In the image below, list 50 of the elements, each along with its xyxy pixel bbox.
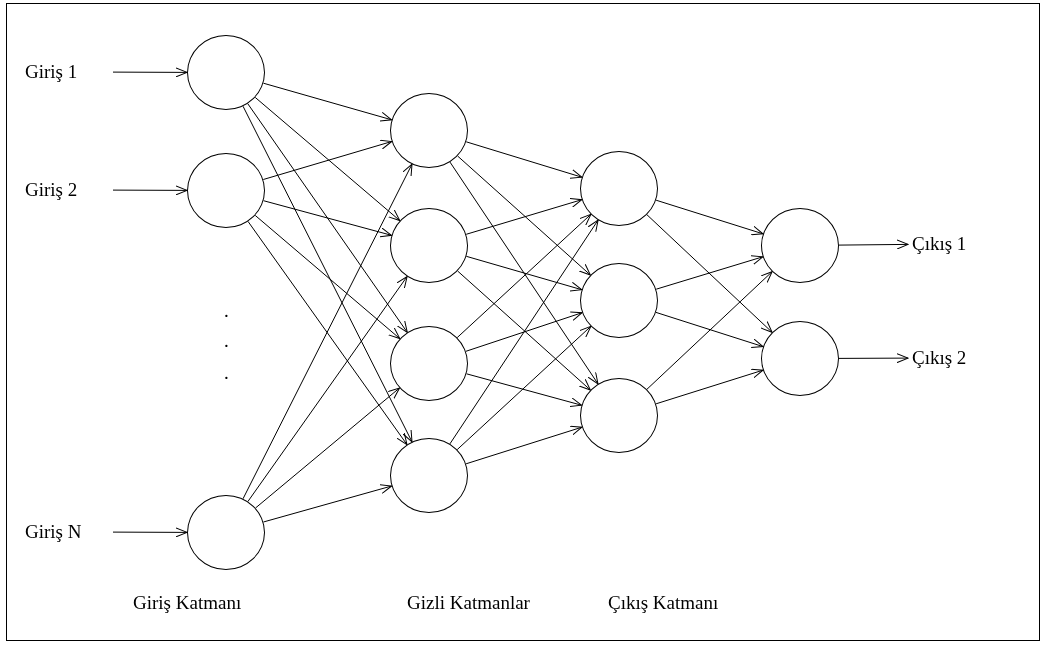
neuron-circle	[390, 208, 468, 283]
arrow	[466, 373, 582, 408]
arrow	[838, 239, 909, 250]
layer-label: Gizli Katmanlar	[407, 592, 530, 614]
arrow	[262, 139, 393, 180]
arrow	[465, 198, 583, 235]
arrow	[646, 214, 773, 333]
ellipsis-dot: .	[224, 330, 229, 352]
arrow	[112, 67, 188, 78]
arrow	[465, 311, 583, 352]
arrow	[242, 163, 413, 500]
arrow	[838, 353, 909, 364]
arrow	[247, 276, 408, 502]
arrow	[655, 255, 764, 290]
node-label: Çıkış 2	[912, 346, 996, 370]
ellipsis-dot: .	[224, 300, 229, 322]
arrow	[263, 200, 392, 238]
neuron-circle	[580, 151, 658, 226]
arrow	[456, 325, 592, 451]
arrow	[254, 214, 401, 340]
node-label: Giriş 2	[25, 178, 109, 202]
arrow	[449, 161, 599, 385]
arrow	[242, 105, 413, 443]
arrow	[655, 199, 764, 236]
arrow	[646, 271, 773, 390]
arrow	[655, 311, 764, 349]
node-label: Giriş N	[25, 520, 109, 544]
arrow	[655, 368, 764, 405]
arrow	[262, 82, 393, 122]
arrow	[247, 103, 408, 333]
arrow	[247, 220, 408, 446]
arrow	[112, 185, 188, 196]
arrow	[254, 96, 401, 222]
layer-label: Çıkış Katmanı	[608, 592, 719, 614]
arrow	[457, 155, 591, 276]
layer-label: Giriş Katmanı	[133, 592, 242, 614]
node-label: Giriş 1	[25, 60, 109, 84]
arrow	[465, 255, 583, 292]
node-label: Çıkış 1	[912, 232, 996, 256]
arrow	[262, 484, 393, 523]
arrow	[255, 387, 400, 509]
neuron-circle	[390, 326, 468, 401]
arrow	[465, 141, 583, 179]
arrow	[465, 425, 583, 465]
arrow	[449, 219, 599, 445]
arrow	[457, 270, 591, 391]
arrow	[112, 527, 188, 538]
neuron-circle	[580, 378, 658, 453]
arrow	[456, 213, 592, 339]
ellipsis-dot: .	[224, 362, 229, 384]
